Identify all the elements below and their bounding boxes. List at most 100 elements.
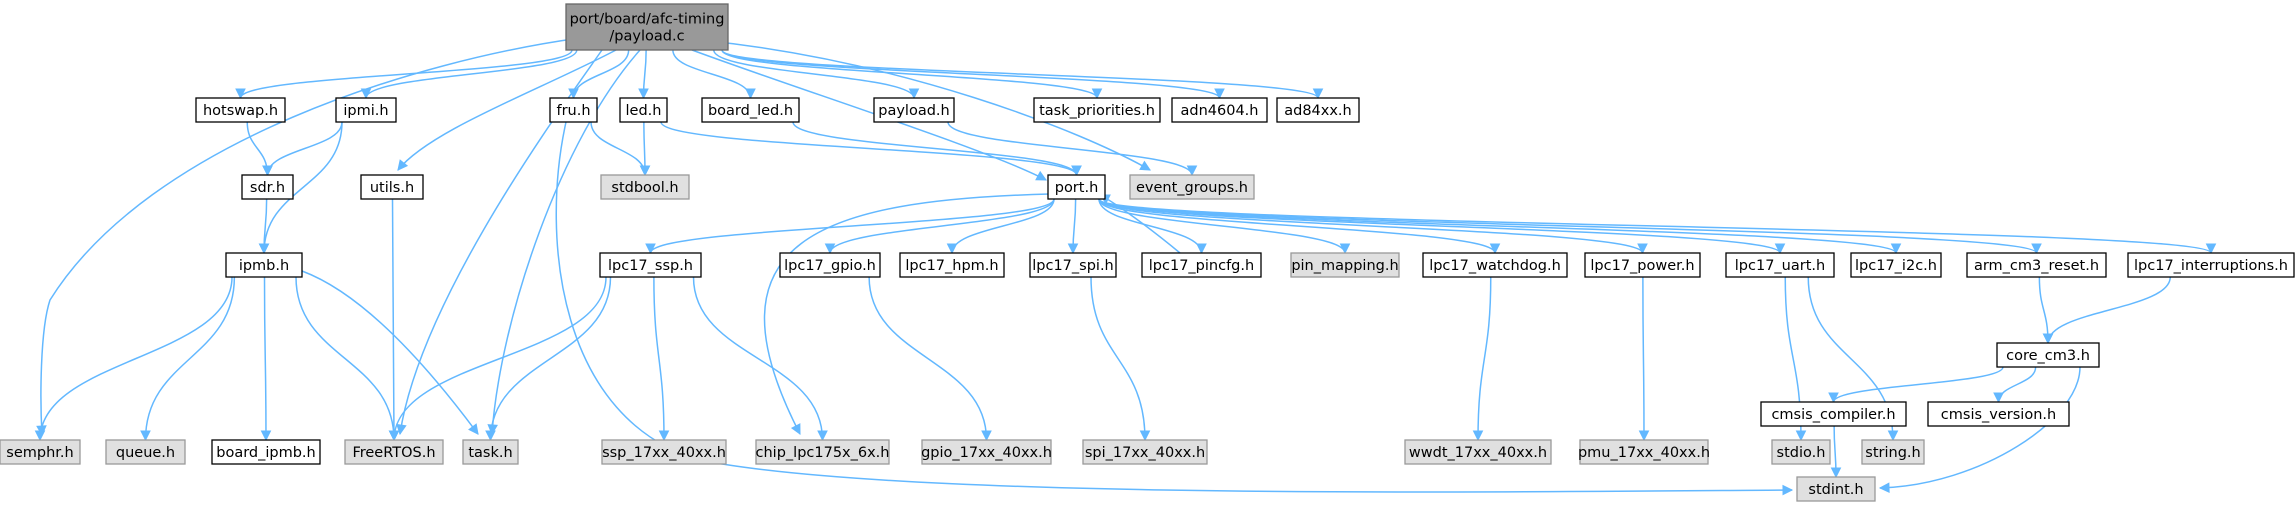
edge-port-to-lpc17_uart [1098,198,1781,254]
node-cmsis-version[interactable]: cmsis_version.h [1927,401,2070,427]
node-pmu-17xx[interactable]: pmu_17xx_40xx.h [1578,439,1710,465]
node-lpc17-uart[interactable]: lpc17_uart.h [1725,252,1835,278]
node-box [565,3,729,51]
node-lpc17-i2c[interactable]: lpc17_i2c.h [1850,252,1942,278]
node-lpc17-hpm[interactable]: lpc17_hpm.h [899,252,1005,278]
node-port[interactable]: port.h [1047,174,1106,200]
node-stdbool[interactable]: stdbool.h [600,174,690,200]
node-ssp-17xx[interactable]: ssp_17xx_40xx.h [601,439,727,465]
node-label: gpio_17xx_40xx.h [921,445,1052,461]
node-utils[interactable]: utils.h [360,174,424,200]
edge-core_cm3-to-cmsis_compiler-arrowhead [1828,392,1839,404]
node-box [1584,252,1701,278]
node-arm-cm3-reset[interactable]: arm_cm3_reset.h [1966,252,2107,278]
node-board-led[interactable]: board_led.h [701,97,800,123]
edge-port-to-chip_lpc-arrowhead [790,423,801,435]
node-box [755,439,890,465]
node-box [2127,252,2295,278]
node-gpio-17xx[interactable]: gpio_17xx_40xx.h [921,439,1052,465]
node-wwdt-17xx[interactable]: wwdt_17xx_40xx.h [1404,439,1552,465]
edge-lpc17_watchdog-to-wwdt_17xx-arrowhead [1472,430,1484,442]
node-lpc17-power[interactable]: lpc17_power.h [1584,252,1701,278]
node-fru[interactable]: fru.h [549,97,598,123]
edge-root-to-led-arrowhead [638,88,649,100]
edge-lpc17_ssp-to-chip_lpc-arrowhead [817,430,828,442]
node-ad84xx[interactable]: ad84xx.h [1276,97,1360,123]
edge-payload_h-to-event_groups [947,121,1193,176]
edge-payload_h-to-event_groups-arrowhead [1186,165,1198,177]
node-adn4604[interactable]: adn4604.h [1171,97,1268,123]
node-label: ipmi.h [343,103,388,119]
node-label: arm_cm3_reset.h [1974,258,2099,274]
edge-core_cm3-to-cmsis_compiler [1832,366,2004,403]
node-lpc17-spi[interactable]: lpc17_spi.h [1029,252,1117,278]
node-task[interactable]: task.h [462,439,519,465]
node-spi-17xx[interactable]: spi_17xx_40xx.h [1082,439,1208,465]
node-queue[interactable]: queue.h [105,439,186,465]
node-box [549,97,598,123]
node-task-prio[interactable]: task_priorities.h [1033,97,1161,123]
node-label: lpc17_spi.h [1032,258,1114,274]
node-lpc17-interrupts[interactable]: lpc17_interruptions.h [2127,252,2295,278]
edge-core_cm3-to-stdint-arrowhead [1878,482,1890,494]
edge-lpc17_ssp-to-task [489,276,612,441]
node-lpc17-watchdog[interactable]: lpc17_watchdog.h [1422,252,1568,278]
node-ipmb[interactable]: ipmb.h [225,252,303,278]
node-label: lpc17_pincfg.h [1149,258,1254,274]
edge-root-to-utils-arrowhead [397,159,409,171]
node-core-cm3[interactable]: core_cm3.h [1996,342,2100,368]
edge-lpc17_uart-to-string-arrowhead [1887,430,1899,442]
edge-port-to-lpc17_watchdog [1098,198,1496,254]
edge-lpc17_ssp-to-task-arrowhead [485,430,496,442]
node-label: port.h [1055,180,1099,196]
edge-ipmb-to-semphr [39,276,233,441]
edge-port-to-lpc17_spi-arrowhead [1067,243,1079,255]
node-label: lpc17_uart.h [1735,258,1825,274]
node-lpc17-pincfg[interactable]: lpc17_pincfg.h [1141,252,1262,278]
edge-port-to-lpc17_ssp-arrowhead [645,243,656,255]
node-label: ad84xx.h [1284,103,1352,119]
node-event-groups[interactable]: event_groups.h [1129,174,1255,200]
node-lpc17-ssp[interactable]: lpc17_ssp.h [599,252,702,278]
edge-lpc17_interrupts-to-core_cm3 [2047,276,2171,344]
node-semphr[interactable]: semphr.h [0,439,81,465]
edge-led-to-stdbool-arrowhead [639,165,651,177]
edge-ipmi-to-sdr-arrowhead [262,165,273,177]
node-box [1029,252,1117,278]
node-box [105,439,186,465]
edge-ipmb-to-board_ipmb-arrowhead [260,430,272,442]
edge-lpc17_ssp-to-freertos-arrowhead [388,430,400,442]
node-sdr[interactable]: sdr.h [241,174,294,200]
node-freertos[interactable]: FreeRTOS.h [344,439,444,465]
edge-root-to-port-arrowhead [1035,170,1047,181]
node-pin-mapping[interactable]: pin_mapping.h [1290,252,1400,278]
edge-port-to-lpc17_hpm-arrowhead [946,243,958,255]
edge-ipmi-to-sdr [266,121,343,176]
node-box [600,174,690,200]
edge-root-to-freertos [399,49,603,435]
node-stdio[interactable]: stdio.h [1771,439,1831,465]
edge-root-to-board_led-arrowhead [745,88,756,100]
node-box [195,97,286,123]
edge-ipmb-to-freertos [295,276,395,441]
node-chip-lpc[interactable]: chip_lpc175x_6x.h [755,439,890,465]
node-payload-h[interactable]: payload.h [873,97,955,123]
edge-root-to-adn4604-arrowhead [1214,88,1225,100]
node-hotswap[interactable]: hotswap.h [195,97,286,123]
node-box [1047,174,1106,200]
edge-port-to-lpc17_watchdog-arrowhead [1489,243,1501,255]
node-root[interactable]: port/board/afc-timing/payload.c [565,3,729,51]
node-box [1141,252,1262,278]
node-board-ipmb[interactable]: board_ipmb.h [211,439,321,465]
node-label: sdr.h [250,180,285,196]
node-ipmi[interactable]: ipmi.h [335,97,397,123]
edge-port-to-lpc17_i2c [1098,198,1897,254]
node-led[interactable]: led.h [619,97,668,123]
node-string[interactable]: string.h [1861,439,1925,465]
node-label: spi_17xx_40xx.h [1085,445,1205,461]
node-box [619,97,668,123]
node-box [1760,401,1907,427]
node-cmsis-compiler[interactable]: cmsis_compiler.h [1760,401,1907,427]
node-stdint[interactable]: stdint.h [1796,476,1876,502]
node-lpc17-gpio[interactable]: lpc17_gpio.h [779,252,881,278]
